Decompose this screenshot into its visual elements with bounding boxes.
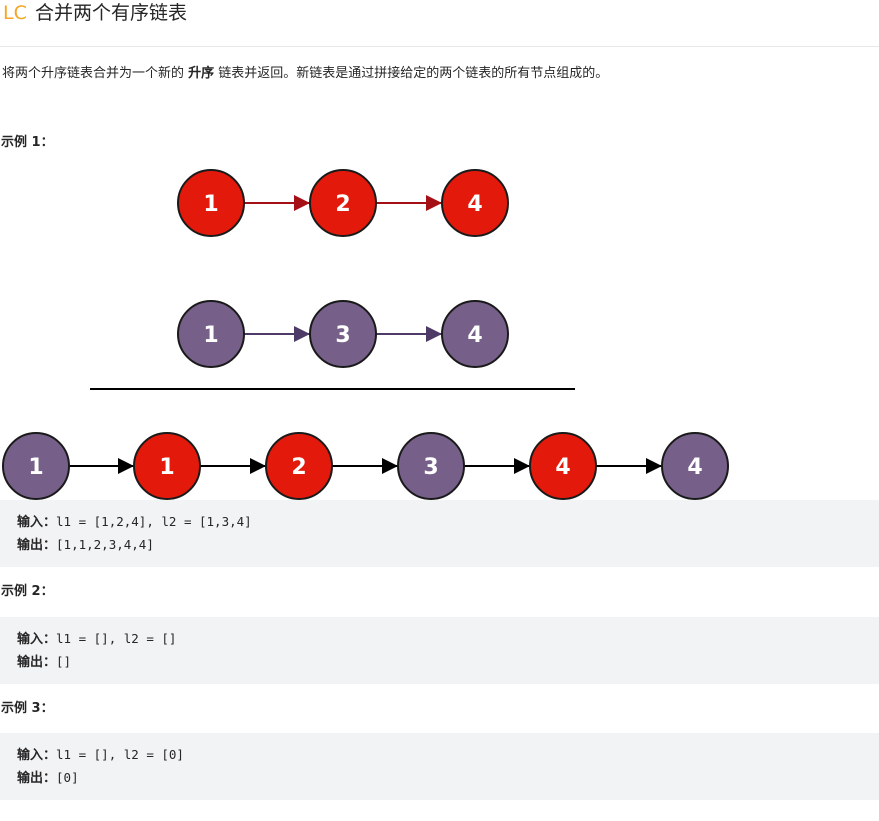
- description-text-after: 链表并返回。新链表是通过拼接给定的两个链表的所有节点组成的。: [214, 66, 609, 81]
- page-header: LC 合并两个有序链表: [0, 0, 879, 47]
- example-1-output: 输出：[1,1,2,3,4,4]: [17, 535, 154, 556]
- merged-node-1-label: 1: [28, 455, 43, 480]
- example-2-output: 输出：[]: [17, 652, 71, 673]
- list2-node-1: 1: [177, 300, 245, 368]
- example-1-codebox: 输入：l1 = [1,2,4], l2 = [1,3,4] 输出：[1,1,2,…: [0, 500, 879, 567]
- example-1-heading: 示例 1：: [1, 135, 54, 150]
- list1-node-2: 2: [309, 169, 377, 237]
- example-2-heading: 示例 2：: [1, 584, 54, 599]
- example-3-codebox: 输入：l1 = [], l2 = [0] 输出：[0]: [0, 733, 879, 800]
- list2-node-1-label: 1: [203, 323, 218, 348]
- input-label: 输入：: [17, 632, 57, 647]
- merged-node-3: 2: [265, 432, 333, 500]
- list1-node-3: 4: [441, 169, 509, 237]
- merged-node-4: 3: [397, 432, 465, 500]
- list1-node-1-label: 1: [203, 192, 218, 217]
- list2-node-2-label: 3: [335, 323, 350, 348]
- input-value: l1 = [], l2 = [0]: [56, 747, 184, 762]
- page-title: 合并两个有序链表: [35, 2, 188, 24]
- merged-node-2-label: 1: [159, 455, 174, 480]
- merged-node-5: 4: [529, 432, 597, 500]
- merged-node-6: 4: [661, 432, 729, 500]
- site-logo[interactable]: LC: [3, 2, 27, 24]
- list1-node-1: 1: [177, 169, 245, 237]
- example-2-codebox: 输入：l1 = [], l2 = [] 输出：[]: [0, 617, 879, 684]
- description-text-before: 将两个升序链表合并为一个新的: [2, 66, 189, 81]
- output-value: [1,1,2,3,4,4]: [56, 537, 154, 552]
- example-1-input: 输入：l1 = [1,2,4], l2 = [1,3,4]: [17, 512, 252, 533]
- merged-node-3-label: 2: [291, 455, 306, 480]
- input-label: 输入：: [17, 515, 57, 530]
- description-bold: 升序: [188, 66, 215, 81]
- input-label: 输入：: [17, 748, 57, 763]
- problem-description: 将两个升序链表合并为一个新的 升序 链表并返回。新链表是通过拼接给定的两个链表的…: [2, 64, 608, 84]
- output-value: []: [56, 654, 72, 669]
- example-3-heading: 示例 3：: [1, 701, 54, 716]
- merged-node-1: 1: [2, 432, 70, 500]
- example-3-output: 输出：[0]: [17, 768, 79, 789]
- merged-node-4-label: 3: [423, 455, 438, 480]
- merged-node-5-label: 4: [555, 455, 570, 480]
- merged-node-6-label: 4: [687, 455, 702, 480]
- list2-node-3: 4: [441, 300, 509, 368]
- list2-node-3-label: 4: [467, 323, 482, 348]
- output-label: 输出：: [17, 771, 57, 786]
- output-label: 输出：: [17, 538, 57, 553]
- example-3-input: 输入：l1 = [], l2 = [0]: [17, 745, 184, 766]
- output-value: [0]: [56, 770, 79, 785]
- linked-list-diagram: 1 2 4 1 3 4 1 1 2 3 4 4: [2, 169, 729, 500]
- example-2-input: 输入：l1 = [], l2 = []: [17, 629, 176, 650]
- merged-node-2: 1: [133, 432, 201, 500]
- list1-node-2-label: 2: [335, 192, 350, 217]
- input-value: l1 = [1,2,4], l2 = [1,3,4]: [56, 514, 252, 529]
- input-value: l1 = [], l2 = []: [56, 631, 177, 646]
- list1-node-3-label: 4: [467, 192, 482, 217]
- output-label: 输出：: [17, 655, 57, 670]
- list2-node-2: 3: [309, 300, 377, 368]
